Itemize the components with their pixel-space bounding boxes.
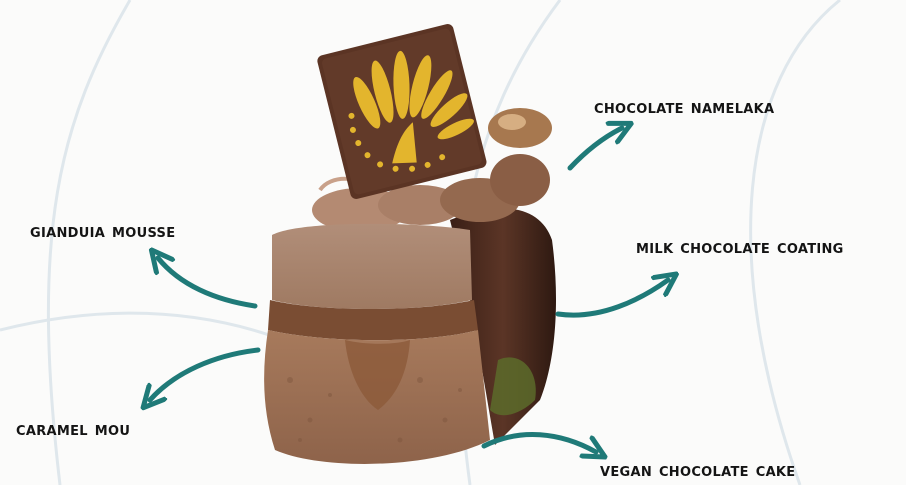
- hazelnut-highlight: [498, 114, 526, 130]
- arrow-icon: [158, 258, 255, 306]
- gianduia-mousse-layer: [272, 224, 472, 309]
- arrow-icon: [558, 280, 668, 315]
- arrow-icon: [150, 350, 258, 400]
- chocolate-plaque: [316, 23, 488, 201]
- arrow-icon: [570, 128, 622, 168]
- label-milk-chocolate-coating: milk chocolate coating: [636, 236, 844, 258]
- label-caramel-mou: caramel mou: [16, 418, 130, 440]
- label-chocolate-namelaka: chocolate namelaka: [594, 96, 774, 118]
- label-gianduia-mousse: gianduia mousse: [30, 220, 175, 242]
- label-vegan-chocolate-cake: vegan chocolate cake: [600, 459, 796, 481]
- arrow-icon: [484, 435, 596, 452]
